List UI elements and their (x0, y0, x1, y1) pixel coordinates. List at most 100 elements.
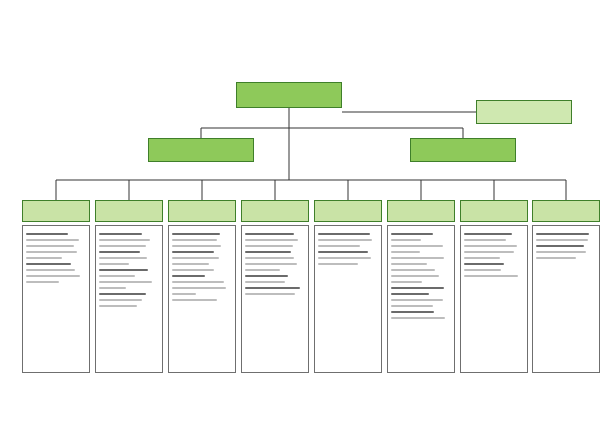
division-8-box (532, 200, 600, 222)
panel-line (391, 299, 443, 301)
panel-line (26, 233, 68, 235)
panel-line (99, 275, 135, 277)
division-5-box (314, 200, 382, 222)
division-1-panel (22, 225, 90, 373)
panel-line (391, 275, 439, 277)
panel-line (464, 245, 517, 247)
division-3-panel (168, 225, 236, 373)
panel-line (99, 281, 152, 283)
panel-line (391, 287, 444, 289)
division-6-box (387, 200, 455, 222)
panel-line (391, 293, 430, 295)
panel-line (245, 275, 289, 277)
panel-line (99, 305, 138, 307)
panel-line (26, 263, 71, 265)
panel-line (318, 257, 371, 259)
panel-line (391, 251, 420, 253)
panel-line (318, 239, 372, 241)
panel-line (99, 269, 149, 271)
panel-line (26, 281, 59, 283)
division-4-box (241, 200, 309, 222)
deputy-mayor-1-box (148, 138, 254, 162)
panel-line (26, 275, 80, 277)
panel-line (99, 257, 147, 259)
panel-line (172, 233, 220, 235)
division-2-panel (95, 225, 163, 373)
mayor-box (236, 82, 342, 108)
panel-line (464, 257, 500, 259)
division-7-panel (460, 225, 528, 373)
division-5-panel (314, 225, 382, 373)
panel-line (99, 299, 143, 301)
panel-line (99, 245, 146, 247)
panel-line (172, 269, 214, 271)
panel-line (26, 239, 79, 241)
panel-line (536, 251, 587, 253)
panel-line (391, 263, 427, 265)
panel-line (536, 239, 588, 241)
panel-line (391, 257, 444, 259)
division-7-box (460, 200, 528, 222)
panel-line (464, 263, 504, 265)
panel-line (391, 233, 433, 235)
panel-line (318, 251, 369, 253)
panel-line (172, 245, 222, 247)
deputy-mayor-2-box (410, 138, 516, 162)
panel-line (391, 239, 421, 241)
panel-line (99, 287, 126, 289)
panel-line (245, 263, 297, 265)
panel-line (245, 281, 285, 283)
panel-line (26, 251, 77, 253)
panel-line (245, 269, 280, 271)
panel-line (245, 287, 301, 289)
panel-line (26, 245, 74, 247)
panel-line (391, 269, 436, 271)
panel-line (391, 245, 443, 247)
panel-line (172, 239, 217, 241)
panel-line (391, 281, 423, 283)
division-4-panel (241, 225, 309, 373)
division-8-panel (532, 225, 600, 373)
panel-line (245, 233, 295, 235)
panel-line (464, 251, 515, 253)
panel-line (318, 233, 370, 235)
panel-line (172, 299, 217, 301)
panel-line (99, 239, 150, 241)
panel-line (172, 287, 226, 289)
division-2-box (95, 200, 163, 222)
panel-line (391, 305, 433, 307)
panel-line (464, 269, 502, 271)
panel-line (318, 263, 358, 265)
panel-line (99, 263, 129, 265)
panel-line (172, 281, 224, 283)
panel-line (536, 245, 584, 247)
panel-line (318, 245, 360, 247)
panel-line (391, 317, 445, 319)
panel-line (172, 275, 205, 277)
panel-line (172, 293, 196, 295)
panel-line (26, 269, 76, 271)
panel-line (464, 275, 518, 277)
panel-line (245, 239, 298, 241)
panel-line (99, 251, 140, 253)
division-3-box (168, 200, 236, 222)
panel-line (172, 257, 219, 259)
panel-line (99, 233, 143, 235)
division-1-box (22, 200, 90, 222)
panel-line (391, 311, 435, 313)
panel-line (99, 293, 146, 295)
panel-line (26, 257, 62, 259)
panel-line (245, 293, 296, 295)
panel-line (172, 263, 210, 265)
panel-line (172, 251, 214, 253)
panel-line (245, 251, 291, 253)
panel-line (245, 245, 293, 247)
panel-line (464, 233, 512, 235)
audit-unit-box (476, 100, 572, 124)
division-6-panel (387, 225, 455, 373)
panel-line (464, 239, 506, 241)
panel-line (245, 257, 295, 259)
panel-line (536, 257, 576, 259)
